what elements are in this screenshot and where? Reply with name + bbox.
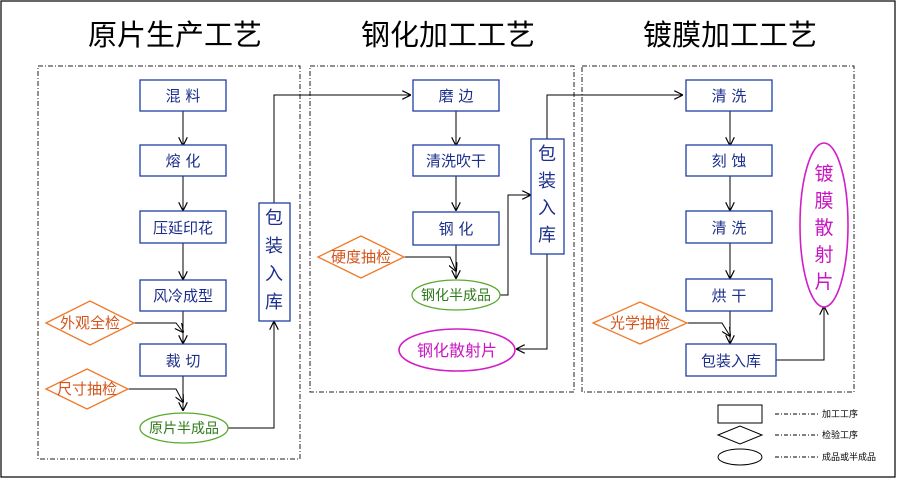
- step-melt: 熔 化: [139, 144, 227, 177]
- svg-text:风冷成型: 风冷成型: [153, 287, 213, 305]
- svg-text:原片半成品: 原片半成品: [149, 421, 219, 437]
- inspection-optical: 光学抽检: [591, 301, 689, 345]
- step-mix: 混 料: [139, 79, 227, 112]
- svg-text:光学抽检: 光学抽检: [610, 314, 670, 332]
- svg-text:清 洗: 清 洗: [712, 87, 747, 105]
- inspection-hardness: 硬度抽检: [316, 235, 406, 279]
- step-wash-dry: 清洗吹干: [412, 144, 500, 177]
- svg-text:库: 库: [538, 225, 556, 246]
- svg-text:射: 射: [814, 244, 833, 266]
- svg-text:包装入库: 包装入库: [701, 352, 761, 370]
- step-clean-2: 清 洗: [685, 210, 773, 244]
- svg-text:片: 片: [814, 271, 833, 293]
- step-package-coated: 包装入库: [685, 343, 777, 377]
- svg-text:包: 包: [538, 144, 556, 165]
- svg-text:烘 干: 烘 干: [712, 287, 747, 305]
- title-original: 原片生产工艺: [88, 18, 262, 52]
- connectors-tempering: [404, 95, 682, 349]
- product-tempered-semi: 钢化半成品: [411, 279, 501, 311]
- svg-text:外观全检: 外观全检: [60, 314, 120, 332]
- final-coated-scatter: 镀 膜 散 射 片: [799, 142, 849, 308]
- svg-text:装: 装: [265, 236, 283, 257]
- step-air-cool: 风冷成型: [139, 279, 227, 312]
- legend-inspection: 检验工序: [716, 425, 858, 445]
- svg-text:镀: 镀: [814, 163, 833, 185]
- svg-text:装: 装: [538, 171, 556, 192]
- step-edge-grind: 磨 边: [412, 79, 500, 112]
- step-clean-1: 清 洗: [685, 79, 773, 112]
- svg-text:入: 入: [538, 198, 556, 219]
- step-bake-dry: 烘 干: [685, 278, 773, 312]
- svg-text:加工工序: 加工工序: [822, 408, 858, 420]
- step-etch: 刻 蚀: [685, 144, 773, 177]
- svg-text:包: 包: [265, 208, 283, 229]
- svg-text:压延印花: 压延印花: [153, 219, 213, 237]
- step-temper: 钢 化: [412, 211, 500, 246]
- svg-text:入: 入: [265, 264, 283, 285]
- svg-text:熔 化: 熔 化: [166, 152, 201, 170]
- final-tempered-scatter: 钢化散射片: [398, 328, 516, 372]
- svg-text:硬度抽检: 硬度抽检: [331, 248, 391, 266]
- svg-text:钢化半成品: 钢化半成品: [421, 288, 491, 304]
- frame-coating: [581, 65, 855, 393]
- step-cut: 裁 切: [139, 343, 227, 377]
- product-original-semi: 原片半成品: [139, 412, 229, 444]
- title-tempering: 钢化加工工艺: [361, 18, 535, 52]
- title-coating: 镀膜加工工艺: [643, 18, 817, 52]
- svg-text:清洗吹干: 清洗吹干: [426, 152, 486, 170]
- svg-text:检验工序: 检验工序: [822, 429, 858, 441]
- inspection-size: 尺寸抽检: [44, 368, 130, 410]
- svg-text:清 洗: 清 洗: [712, 219, 747, 237]
- svg-text:成品或半成品: 成品或半成品: [822, 451, 876, 463]
- svg-text:钢 化: 钢 化: [439, 220, 474, 238]
- svg-text:膜: 膜: [814, 190, 833, 212]
- step-rolling: 压延印花: [139, 210, 227, 244]
- connectors-original: [127, 95, 410, 429]
- inspection-appearance: 外观全检: [44, 300, 136, 346]
- frame-tempering: [309, 65, 575, 393]
- svg-text:尺寸抽检: 尺寸抽检: [57, 380, 117, 398]
- legend-process: 加工工序: [717, 404, 858, 424]
- connectors-coating: [687, 111, 824, 361]
- legend: 加工工序 检验工序 成品或半成品: [716, 404, 876, 466]
- svg-text:散: 散: [814, 217, 833, 239]
- legend-product: 成品或半成品: [717, 448, 876, 466]
- svg-text:库: 库: [265, 292, 283, 313]
- frame-original: [37, 65, 301, 460]
- svg-text:混 料: 混 料: [166, 87, 201, 105]
- package-original: 包 装 入 库: [258, 202, 291, 322]
- svg-text:刻 蚀: 刻 蚀: [712, 152, 747, 170]
- package-tempering: 包 装 入 库: [530, 138, 565, 255]
- svg-text:磨 边: 磨 边: [439, 87, 474, 105]
- svg-text:裁 切: 裁 切: [166, 352, 201, 370]
- svg-text:钢化散射片: 钢化散射片: [417, 341, 497, 360]
